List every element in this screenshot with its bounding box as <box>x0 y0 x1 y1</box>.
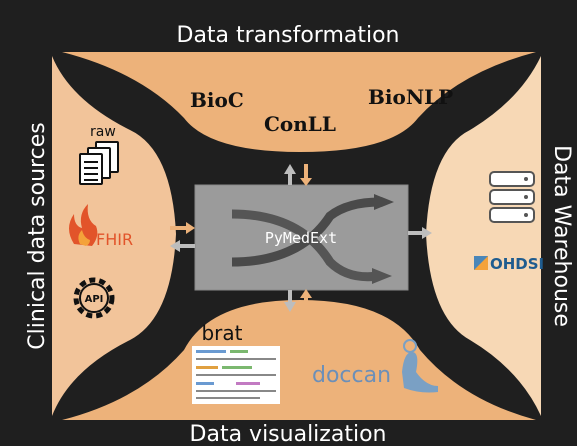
warehouse-region <box>426 56 541 416</box>
brat-screenshot-thumbnail <box>192 346 280 404</box>
pymedext-label: PyMedExt <box>265 229 337 247</box>
doccano-label: doccan <box>312 363 391 388</box>
brat-label: brat <box>201 321 242 345</box>
database-icon <box>489 171 535 223</box>
arrow-from-core-left <box>170 240 195 252</box>
fhir-label: FHIR <box>96 230 133 249</box>
arrow-to-visualization <box>284 290 296 312</box>
bottom-title: Data visualization <box>190 422 387 446</box>
left-title: Clinical data sources <box>25 122 50 349</box>
arrow-to-core-left <box>170 222 195 234</box>
arrow-to-warehouse <box>408 227 432 239</box>
format-conll: ConLL <box>264 112 336 136</box>
fhir-flame-icon <box>69 204 98 246</box>
api-gear-icon <box>73 277 115 319</box>
sources-region <box>52 56 176 416</box>
arrow-to-transformation <box>284 164 296 185</box>
top-title: Data transformation <box>177 23 400 48</box>
arrow-from-visualization <box>300 289 312 312</box>
api-label: API <box>85 294 104 305</box>
raw-label: raw <box>90 124 116 140</box>
right-title: Data Warehouse <box>549 145 574 327</box>
format-bioc: BioC <box>190 88 244 112</box>
ohdsi-label: OHDSI <box>490 255 544 273</box>
arrow-from-transformation <box>300 164 312 186</box>
crossing-arrows-icon <box>231 194 394 284</box>
transformation-region <box>62 52 536 152</box>
doccano-mascot-icon <box>402 339 438 393</box>
documents-icon <box>79 141 119 185</box>
ohdsi-logo-icon <box>474 256 488 270</box>
format-bionlp: BioNLP <box>368 85 453 109</box>
